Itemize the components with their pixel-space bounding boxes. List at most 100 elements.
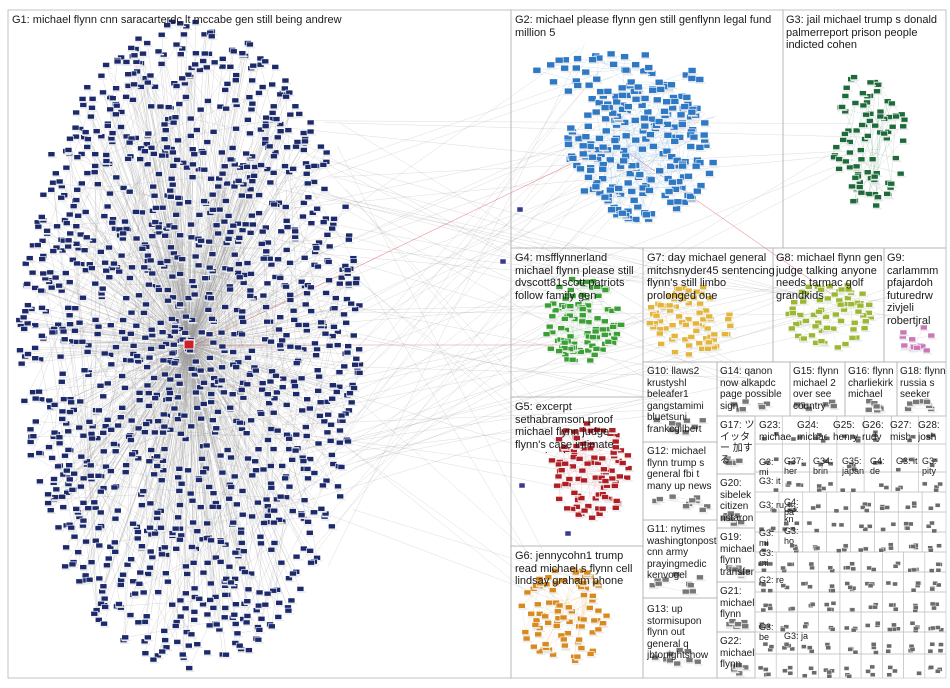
vertex-caption	[256, 60, 266, 63]
vertex-g1	[232, 72, 240, 78]
vertex-caption	[156, 109, 166, 111]
vertex-g1	[96, 509, 105, 516]
vertex-caption	[162, 575, 172, 578]
vertex-caption	[118, 334, 128, 336]
vertex-g1	[255, 627, 264, 633]
vertex-caption	[195, 601, 205, 603]
vertex-g1	[187, 631, 196, 638]
vertex-caption	[260, 261, 270, 263]
vertex-g1	[319, 162, 328, 168]
vertex-caption	[133, 358, 143, 360]
vertex-caption	[277, 233, 287, 236]
vertex-caption	[241, 606, 251, 608]
tiny-group-node	[810, 505, 816, 511]
tiny-group-node	[850, 434, 857, 440]
vertex-g1	[236, 419, 244, 426]
vertex-g1	[44, 500, 52, 506]
vertex-caption	[175, 106, 185, 108]
vertex-g1	[141, 334, 150, 341]
vertex-caption	[616, 197, 627, 199]
vertex-g1	[158, 329, 167, 335]
vertex-g1	[203, 560, 212, 566]
edge	[315, 299, 760, 389]
vertex-g1	[195, 595, 204, 602]
vertex-g1	[23, 281, 32, 287]
tiny-group-node	[809, 649, 815, 654]
vertex-caption	[199, 541, 209, 544]
edge	[106, 344, 190, 566]
vertex-caption	[140, 594, 150, 597]
vertex-g1	[164, 578, 172, 585]
vertex-caption	[92, 322, 102, 324]
edge	[184, 344, 190, 416]
vertex-caption	[127, 50, 137, 52]
vertex-caption	[189, 525, 199, 527]
vertex-g1	[145, 403, 153, 409]
vertex-caption	[274, 139, 284, 142]
vertex-g1	[212, 425, 221, 432]
vertex-caption	[38, 310, 48, 312]
vertex-g1	[247, 271, 255, 277]
vertex-g1	[125, 188, 134, 195]
vertex-g1	[275, 326, 283, 333]
vertex-caption	[285, 95, 295, 97]
vertex-caption	[145, 408, 155, 410]
vertex-g1	[168, 273, 177, 280]
vertex-caption	[53, 228, 63, 231]
vertex-caption	[165, 401, 175, 403]
vertex-g1	[203, 139, 212, 145]
vertex-caption	[111, 521, 121, 523]
vertex-caption	[244, 122, 254, 124]
vertex-caption	[335, 374, 345, 377]
vertex-g1	[62, 164, 71, 171]
vertex-g1	[191, 61, 199, 68]
vertex-g1	[24, 351, 32, 357]
vertex-caption	[208, 321, 218, 323]
vertex-caption	[182, 610, 192, 613]
vertex-caption	[137, 89, 147, 91]
vertex-g1	[192, 50, 200, 57]
vertex-g1	[90, 169, 99, 175]
vertex-g1	[96, 488, 105, 495]
vertex-g1	[201, 275, 210, 281]
tiny-group-node	[927, 648, 934, 654]
tiny-group-node	[845, 565, 851, 570]
vertex-g1	[142, 301, 150, 308]
vertex-caption	[70, 539, 80, 541]
vertex-g1	[163, 22, 171, 29]
vertex-g1	[189, 560, 198, 566]
vertex-caption	[105, 561, 115, 563]
vertex-caption	[206, 627, 216, 630]
vertex-caption	[157, 530, 167, 532]
vertex-caption	[147, 262, 157, 265]
vertex-g1	[195, 212, 204, 218]
vertex-caption	[106, 111, 116, 114]
vertex-g1	[221, 304, 229, 310]
tiny-group-node	[831, 522, 837, 527]
tiny-group-node	[826, 607, 833, 612]
vertex-caption	[121, 341, 131, 343]
tiny-group-node	[764, 460, 770, 465]
vertex-g1	[72, 506, 81, 512]
vertex-caption	[350, 263, 360, 265]
vertex-caption	[206, 336, 216, 339]
vertex-g1	[344, 343, 353, 349]
vertex-caption	[254, 642, 264, 644]
vertex-caption	[292, 396, 302, 398]
vertex-caption	[220, 394, 230, 397]
vertex-g1	[73, 154, 82, 160]
vertex-g1	[322, 149, 331, 156]
vertex-g1	[252, 467, 260, 474]
vertex-g1	[65, 211, 74, 218]
vertex-g1	[230, 611, 239, 618]
vertex-g1	[99, 448, 108, 455]
vertex-g1	[248, 100, 257, 107]
vertex-g1	[58, 493, 67, 500]
vertex-caption	[106, 357, 116, 359]
vertex-caption	[294, 349, 304, 352]
vertex-caption	[66, 481, 76, 484]
edge	[860, 149, 896, 159]
vertex-caption	[350, 390, 360, 392]
vertex-g1	[325, 277, 333, 284]
vertex-g1	[172, 545, 181, 552]
